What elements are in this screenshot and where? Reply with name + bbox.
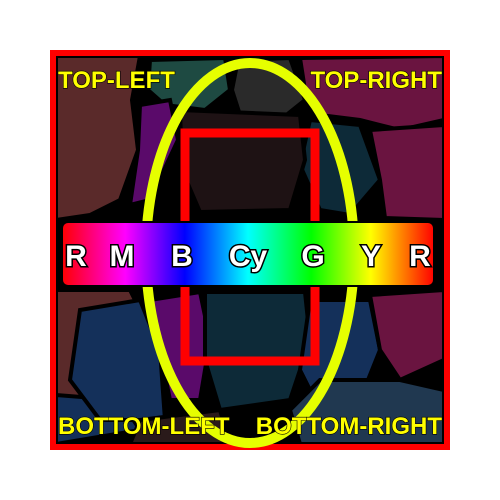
spectrum-letter-magenta: M: [110, 240, 135, 273]
mosaic-cell: [56, 56, 143, 223]
mosaic-cell: [177, 107, 308, 215]
spectrum-letter-red-end: R: [409, 240, 431, 273]
spectrum-letter-red: R: [65, 240, 87, 273]
spectrum-letter-green: G: [301, 240, 324, 273]
spectrum-letter-yellow: Y: [361, 240, 381, 273]
mosaic-cell: [367, 122, 444, 223]
label-bottom-left: BOTTOM-LEFT: [58, 413, 230, 440]
mosaic-cell: [203, 290, 313, 413]
spectrum-letter-blue: B: [171, 240, 193, 273]
mosaic-cell: [367, 287, 444, 383]
label-bottom-right: BOTTOM-RIGHT: [256, 413, 443, 440]
label-top-right: TOP-RIGHT: [310, 67, 442, 94]
spectrum-bar: [61, 221, 435, 287]
label-top-left: TOP-LEFT: [58, 67, 175, 94]
spectrum-letter-cyan: Cy: [229, 240, 268, 273]
mosaic-cell: [287, 378, 444, 444]
